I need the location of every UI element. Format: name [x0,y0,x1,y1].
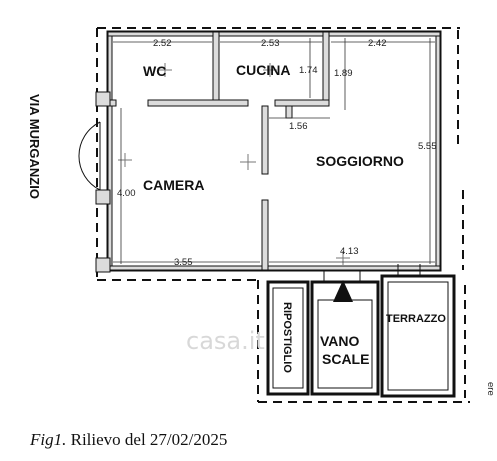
dim-camera-width: 3.55 [174,257,193,268]
room-label-scale: SCALE [322,351,369,367]
figure-caption: Fig1. Rilievo del 27/02/2025 [29,430,227,449]
dim-soggiorno-top: 2.42 [368,38,387,49]
dimension-lines [113,38,435,264]
dim-soggiorno-height: 5.55 [418,141,437,152]
caption-label: Fig1. [29,430,66,449]
center-markers [118,63,350,265]
watermark-logo: casa.it [186,327,265,355]
property-boundary [96,27,470,403]
dim-cucina-height: 1.74 [299,65,318,76]
dim-camera-height: 4.00 [117,188,136,199]
room-label-cucina: CUCINA [236,62,290,78]
dim-corridor: 1.56 [289,121,308,132]
wall-fill [95,31,441,273]
door-arc [78,121,101,191]
caption-text: Rilievo del 27/02/2025 [66,430,227,449]
dim-cucina-width: 2.53 [261,38,280,49]
edge-mark: ere [485,382,496,396]
dim-wc-width: 2.52 [153,38,172,49]
dim-soggiorno-width: 4.13 [340,246,359,257]
room-label-wc: WC [143,63,166,79]
room-label-terrazzo: TERRAZZO [386,313,446,325]
dim-soggiorno-left: 1.89 [334,68,353,79]
annex-walls [266,274,456,398]
street-label: VIA MURGANZIO [27,94,42,199]
stair-arrow-icon [333,280,353,302]
room-label-vano: VANO [320,333,360,349]
room-label-soggiorno: SOGGIORNO [316,153,404,169]
room-label-ripostiglio: RIPOSTIGLIO [281,302,293,373]
room-label-camera: CAMERA [143,177,204,193]
